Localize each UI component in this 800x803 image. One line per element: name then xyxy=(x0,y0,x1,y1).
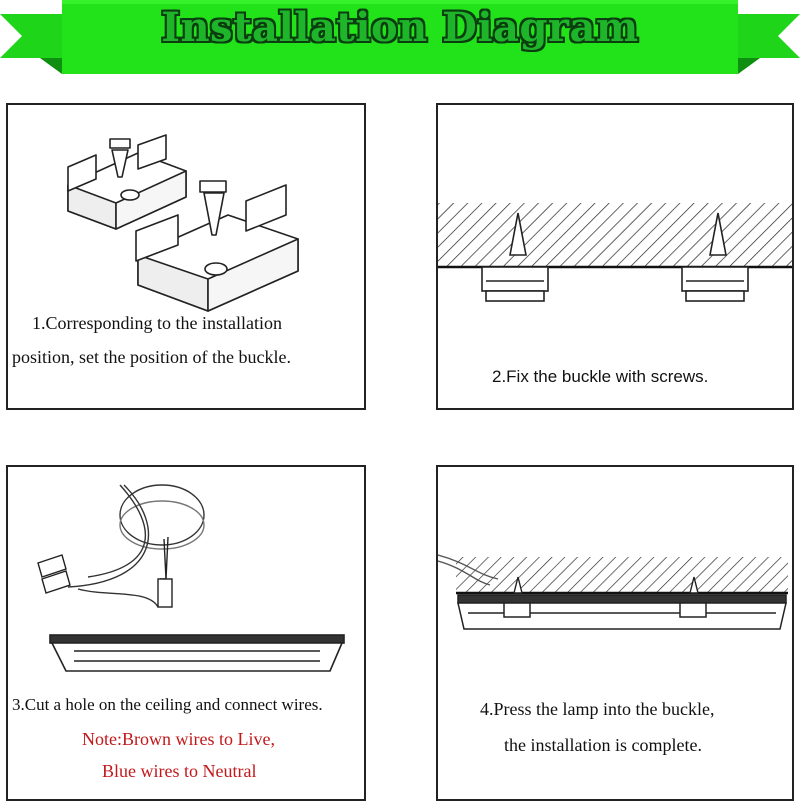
ribbon-graphic xyxy=(0,0,800,74)
wire-connector-icon xyxy=(37,554,67,578)
lamp-fixture xyxy=(457,594,787,630)
lamp-mount-illustration xyxy=(438,554,788,630)
buckle-icon xyxy=(481,266,549,302)
buckle-clip-icon xyxy=(135,180,299,312)
buckle-clips-illustration xyxy=(67,134,299,312)
wiring-note-line1: Note:Brown wires to Live, xyxy=(82,729,275,749)
step-3-panel: 3.Cut a hole on the ceiling and connect … xyxy=(6,465,366,801)
screw-icon xyxy=(689,576,699,594)
screw-icon xyxy=(709,212,727,256)
step-4-caption-line1: 4.Press the lamp into the buckle, xyxy=(480,699,715,719)
ceiling-hatch xyxy=(438,203,792,267)
title-banner: Installation Diagram xyxy=(0,0,800,100)
step-1-caption-line1: 1.Corresponding to the installation xyxy=(32,313,282,333)
step-4-caption-line2: the installation is complete. xyxy=(504,735,702,755)
buckle-clip-icon xyxy=(67,134,187,230)
ceiling-hatch xyxy=(456,557,788,593)
step-1-panel: 1.Corresponding to the installation posi… xyxy=(6,103,366,410)
wire-connector-icon xyxy=(41,570,71,594)
lamp-fixture xyxy=(49,634,345,672)
screw-icon xyxy=(513,576,523,594)
step-1-caption-line2: position, set the position of the buckle… xyxy=(12,347,291,367)
step-2-caption: 2.Fix the buckle with screws. xyxy=(492,367,709,386)
step-2-panel: 2.Fix the buckle with screws. xyxy=(436,103,794,410)
ceiling-hole xyxy=(119,484,205,546)
wiring-note-line2: Blue wires to Neutral xyxy=(102,761,257,781)
step-4-panel: 4.Press the lamp into the buckle, the in… xyxy=(436,465,794,801)
screw-icon xyxy=(509,212,527,256)
buckle-icon xyxy=(681,266,749,302)
wiring-illustration xyxy=(37,484,345,672)
step-3-caption: 3.Cut a hole on the ceiling and connect … xyxy=(12,695,323,714)
screw-fixing-illustration xyxy=(438,203,792,302)
page-title: Installation Diagram xyxy=(161,4,639,51)
